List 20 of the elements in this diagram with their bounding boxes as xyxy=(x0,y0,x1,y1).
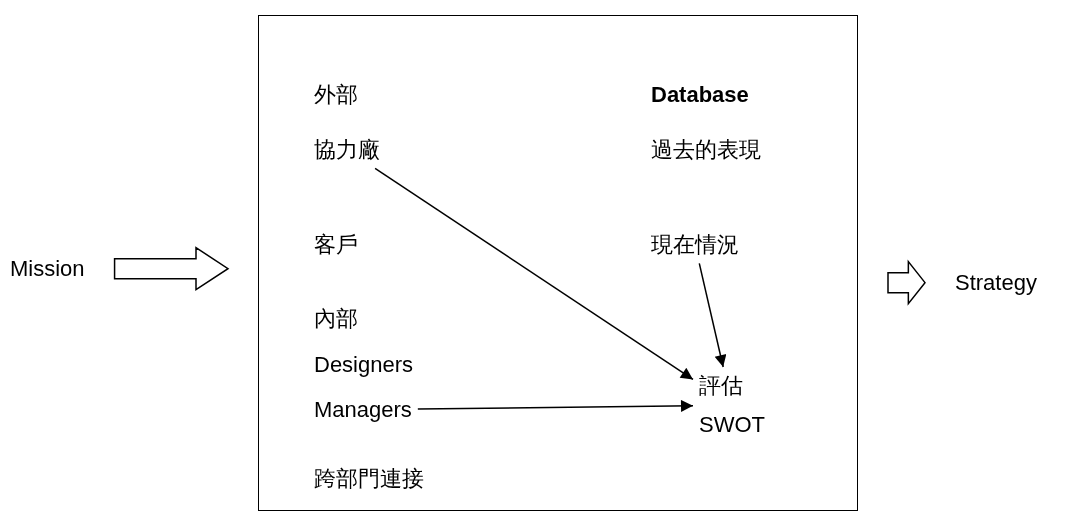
node-label: Database xyxy=(651,82,749,108)
node-label: Mission xyxy=(10,256,85,282)
node-label: 過去的表現 xyxy=(651,137,761,163)
node-label: Strategy xyxy=(955,270,1037,296)
node-label: 內部 xyxy=(314,306,358,332)
arrow xyxy=(374,167,694,381)
frame-box xyxy=(258,15,858,511)
block-arrow xyxy=(113,246,230,292)
node-label: SWOT xyxy=(699,412,765,438)
node-label: 跨部門連接 xyxy=(314,466,424,492)
node-label: 客戶 xyxy=(314,232,358,258)
block-arrow xyxy=(887,259,926,306)
node-label: Managers xyxy=(314,397,412,423)
node-label: Designers xyxy=(314,352,414,378)
node-label: 評估 xyxy=(699,373,744,399)
arrow xyxy=(417,399,694,412)
node-label: 外部 xyxy=(314,82,358,108)
node-label: 協力廠 xyxy=(314,137,380,163)
node-label: 現在情況 xyxy=(651,232,739,258)
arrow xyxy=(698,262,727,368)
